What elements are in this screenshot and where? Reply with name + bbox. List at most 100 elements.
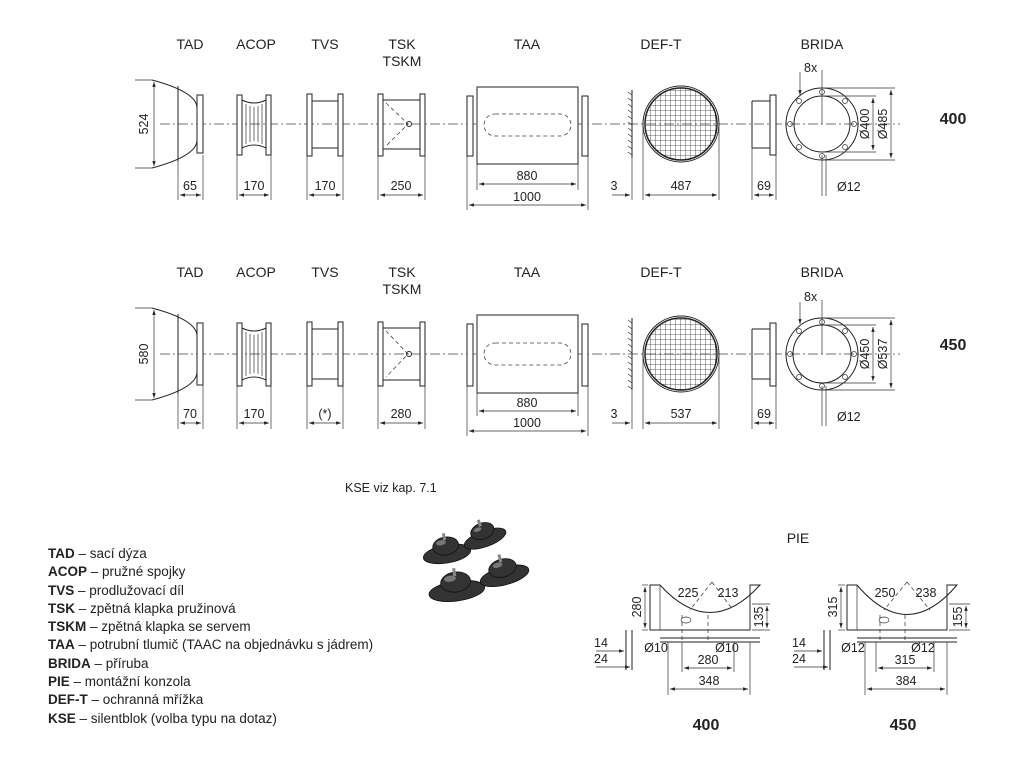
pie-side: 135 <box>752 607 766 628</box>
label-tvs: TVS <box>311 36 338 52</box>
acop-connector <box>236 94 272 156</box>
label-acop: ACOP <box>236 264 276 280</box>
def-t-grid <box>627 85 720 163</box>
dim-def-t-diameter: 537 <box>671 407 692 421</box>
dim-taa-inner: 880 <box>517 396 538 410</box>
pie-t2: 24 <box>792 652 806 666</box>
legend-item-def-t: DEF-T – ochranná mřížka <box>48 691 373 709</box>
pie-hole-left: Ø10 <box>644 641 668 655</box>
brida-flange-front: 8x Ø450 Ø537 Ø12 <box>785 290 895 426</box>
label-def-t: DEF-T <box>640 36 682 52</box>
pie-bracket-450: 250 238 315 155 14 24 Ø12 Ø12 315 384 45… <box>792 581 970 734</box>
label-taa: TAA <box>514 36 541 52</box>
row-dimensions: 70 170 (*) 280 880 1000 3 <box>177 354 777 436</box>
legend-desc: – silentblok (volba typu na dotaz) <box>75 710 277 726</box>
pie-spacing: 315 <box>895 653 916 667</box>
dim-acop: 170 <box>244 179 265 193</box>
legend-desc: – prodlužovací díl <box>74 582 184 598</box>
brida-hole: Ø12 <box>837 410 861 424</box>
label-tsk: TSK <box>388 264 416 280</box>
tsk-valve <box>377 321 426 387</box>
dim-acop: 170 <box>244 407 265 421</box>
def-t-grid <box>627 315 720 393</box>
dim-taa-total: 1000 <box>513 416 541 430</box>
label-tvs: TVS <box>311 264 338 280</box>
label-tsk: TSK <box>388 36 416 52</box>
dim-tvs: 170 <box>315 179 336 193</box>
tad-height: 580 <box>137 344 151 365</box>
legend-code: TAA <box>48 637 75 653</box>
row-400: TAD ACOP TVS TSK TSKM TAA DEF-T BRIDA 52… <box>135 36 966 210</box>
dim-taa-inner: 880 <box>517 169 538 183</box>
taa-silencer <box>466 314 589 394</box>
brida-holes: 8x <box>804 290 818 304</box>
pie-bracket-400: 225 213 280 135 14 24 Ø10 Ø10 280 348 40… <box>594 581 770 734</box>
dim-brida: 69 <box>757 407 771 421</box>
pie-t1: 14 <box>594 636 608 650</box>
pie-hole-right: Ø12 <box>911 641 935 655</box>
row-dimensions: 65 170 170 250 880 1000 3 <box>177 124 777 210</box>
legend-desc: – potrubní tlumič (TAAC na objednávku s … <box>74 637 374 653</box>
legend-code: DEF-T <box>48 692 88 708</box>
dim-tad: 65 <box>183 179 197 193</box>
pie-title: PIE <box>787 530 810 546</box>
kse-silentblock-illustration <box>422 519 530 602</box>
label-tad: TAD <box>177 264 204 280</box>
legend-desc: – příruba <box>90 655 149 671</box>
pie-height: 315 <box>826 597 840 618</box>
tad-height: 524 <box>137 114 151 135</box>
kse-note: KSE viz kap. 7.1 <box>345 481 437 495</box>
legend-code: KSE <box>48 710 76 726</box>
legend-code: TVS <box>48 582 75 598</box>
label-brida: BRIDA <box>801 264 844 280</box>
label-acop: ACOP <box>236 36 276 52</box>
legend-code: TAD <box>48 546 75 561</box>
legend-item-tskm: TSKM – zpětná klapka se servem <box>48 618 373 636</box>
legend-desc: – sací dýza <box>74 546 147 561</box>
legend-desc: – pružné spojky <box>87 564 186 580</box>
label-tskm: TSKM <box>383 281 422 297</box>
legend-code: PIE <box>48 674 70 690</box>
pie-hole-right: Ø10 <box>715 641 739 655</box>
pie-width: 348 <box>699 674 720 688</box>
legend-desc: – zpětná klapka se servem <box>86 619 251 635</box>
pie-spacing: 280 <box>698 653 719 667</box>
legend-desc: – montážní konzola <box>69 674 191 690</box>
dim-tsk: 280 <box>391 407 412 421</box>
label-tad: TAD <box>177 36 204 52</box>
brida-hole: Ø12 <box>837 180 861 194</box>
row-size-label: 450 <box>940 337 967 354</box>
legend: TAD – sací dýza ACOP – pružné spojky TVS… <box>48 545 373 728</box>
pie-radius-1: 225 <box>678 586 699 600</box>
tad-nozzle: 524 <box>135 79 204 169</box>
tvs-extension <box>306 93 344 157</box>
pie-t2: 24 <box>594 652 608 666</box>
pie-hole-left: Ø12 <box>841 641 865 655</box>
label-def-t: DEF-T <box>640 264 682 280</box>
pie-radius-2: 213 <box>718 586 739 600</box>
label-taa: TAA <box>514 264 541 280</box>
pie-radius-2: 238 <box>916 586 937 600</box>
pie-size-label: 450 <box>890 717 917 734</box>
acop-connector <box>236 322 272 387</box>
legend-code: TSKM <box>48 619 87 635</box>
brida-d2: Ø537 <box>876 339 890 370</box>
tvs-extension <box>306 321 344 387</box>
legend-item-taa: TAA – potrubní tlumič (TAAC na objednávk… <box>48 636 373 654</box>
dim-def-t-diameter: 487 <box>671 179 692 193</box>
taa-silencer <box>466 86 589 165</box>
legend-item-acop: ACOP – pružné spojky <box>48 563 373 581</box>
legend-desc: – zpětná klapka pružinová <box>75 600 236 616</box>
dim-def-t-thickness: 3 <box>611 407 618 421</box>
pie-side: 155 <box>951 607 965 628</box>
legend-code: BRIDA <box>48 655 91 671</box>
legend-item-pie: PIE – montážní konzola <box>48 673 373 691</box>
pie-width: 384 <box>896 674 917 688</box>
dim-tvs: (*) <box>318 407 331 421</box>
legend-desc: – ochranná mřížka <box>87 692 204 708</box>
brida-holes: 8x <box>804 61 818 75</box>
label-tskm: TSKM <box>383 53 422 69</box>
legend-code: ACOP <box>48 564 88 580</box>
brida-flange-side <box>751 94 777 156</box>
pie-height: 280 <box>630 597 644 618</box>
